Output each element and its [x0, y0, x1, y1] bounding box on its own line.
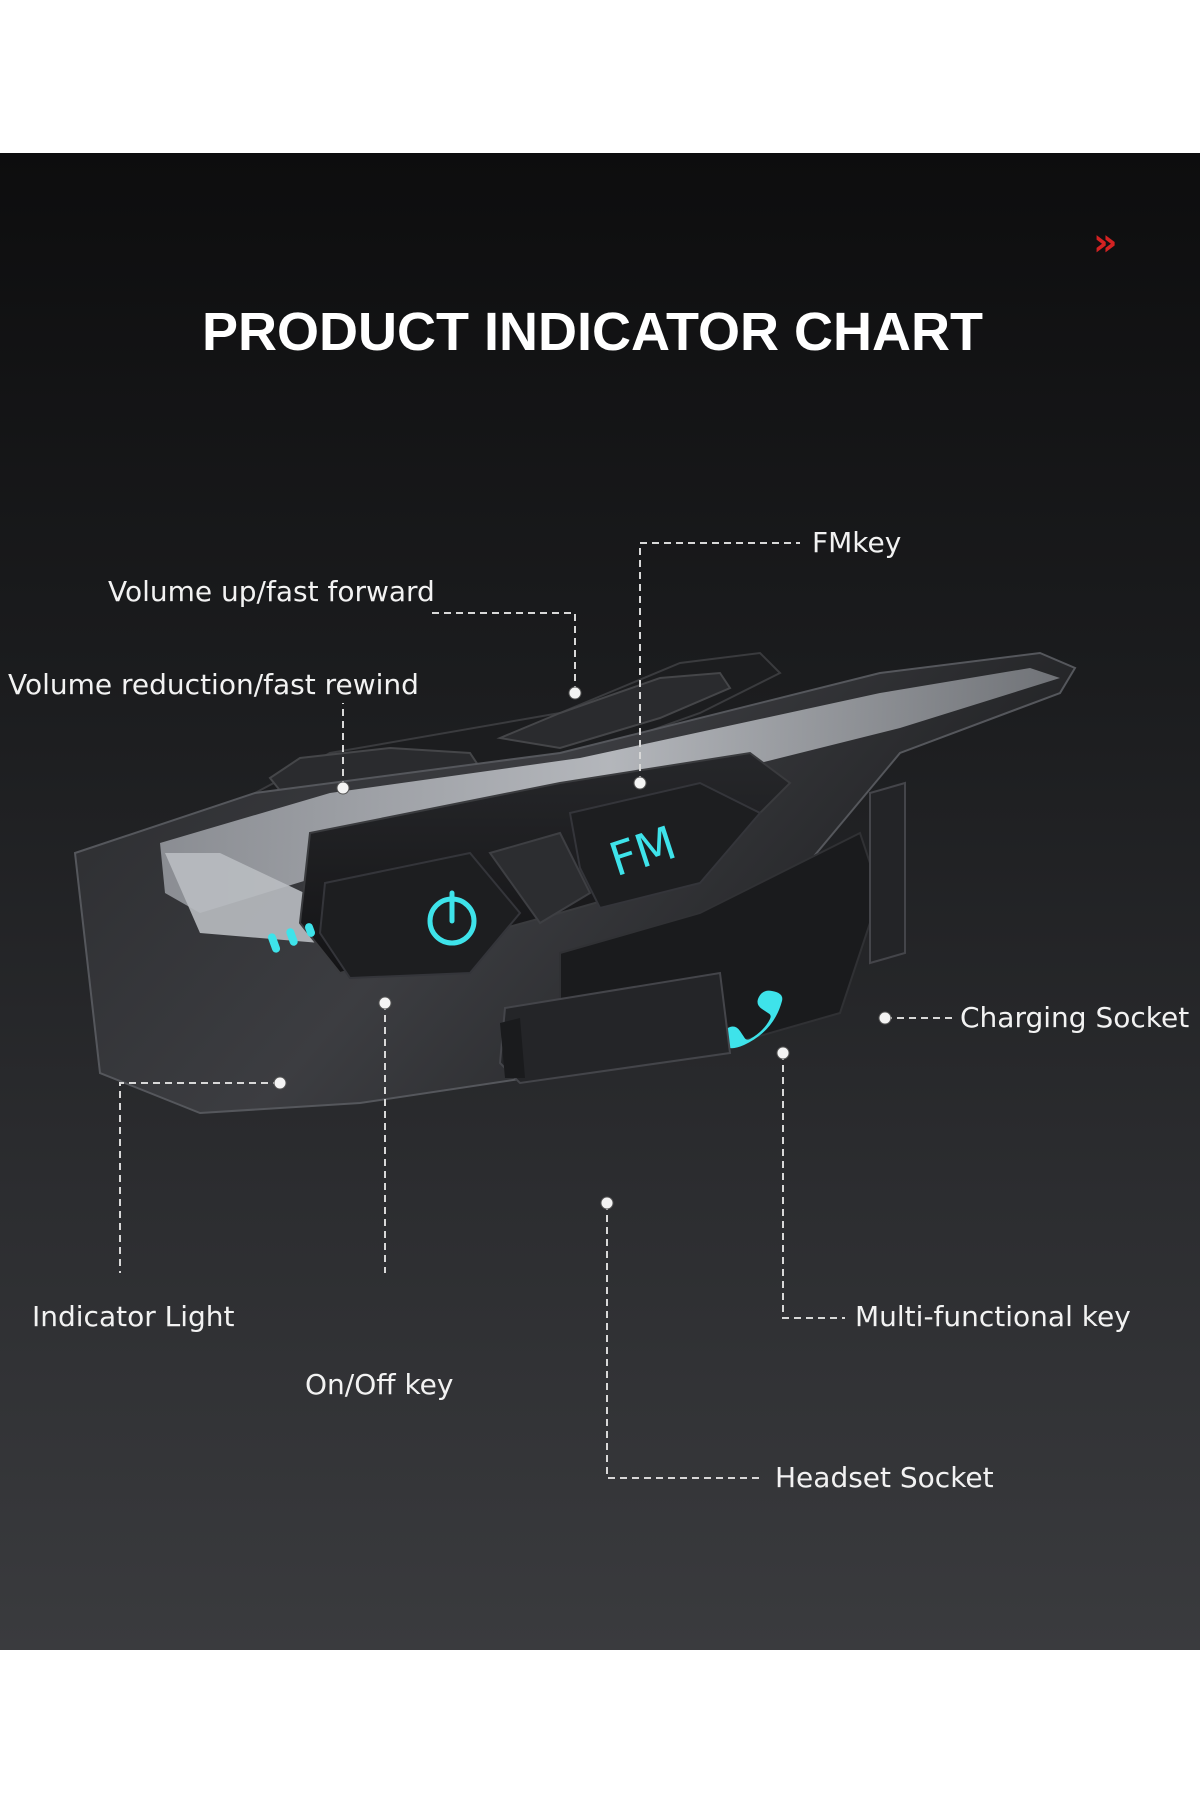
volume-up-button: [496, 671, 732, 750]
callout-fm-key: [639, 542, 800, 783]
dot-headset-socket: [600, 1196, 614, 1210]
phone-icon: [721, 990, 783, 1049]
callout-indicator-light: [119, 1082, 280, 1273]
device-illustration: FM: [73, 542, 1077, 1479]
callout-volume-up: [430, 612, 576, 693]
label-volume-up: Volume up/fast forward: [108, 575, 435, 608]
dot-charging-socket: [878, 1011, 892, 1025]
label-headset-socket: Headset Socket: [775, 1461, 994, 1494]
dot-multi-key: [776, 1046, 790, 1060]
power-button: [318, 851, 522, 980]
label-volume-down: Volume reduction/fast rewind: [8, 668, 419, 701]
callout-multi-key: [782, 1053, 845, 1319]
label-charging-socket: Charging Socket: [960, 1001, 1190, 1034]
diagram-panel: » PRODUCT INDICATOR CHART: [0, 153, 1200, 1650]
dot-volume-up: [568, 686, 582, 700]
dot-fm-key: [633, 776, 647, 790]
page-title: PRODUCT INDICATOR CHART: [202, 302, 983, 362]
callout-headset-socket: [606, 1203, 760, 1479]
fm-button: [568, 781, 762, 910]
indicator-light-bar-3: [304, 923, 316, 937]
label-indicator-light: Indicator Light: [32, 1300, 235, 1333]
indicator-light-bar-2: [286, 928, 298, 946]
dot-volume-down: [336, 781, 350, 795]
silver-nose: [165, 853, 320, 943]
dot-indicator-light: [273, 1076, 287, 1090]
center-divider: [488, 831, 592, 925]
charging-socket-block: [869, 781, 906, 965]
headset-socket-plug: [498, 971, 732, 1085]
indicator-light-bar-1: [267, 933, 281, 953]
label-fm-key: FMkey: [812, 526, 902, 559]
dot-on-off: [378, 996, 392, 1010]
label-on-off-key: On/Off key: [305, 1368, 454, 1401]
label-multi-key: Multi-functional key: [855, 1300, 1131, 1333]
